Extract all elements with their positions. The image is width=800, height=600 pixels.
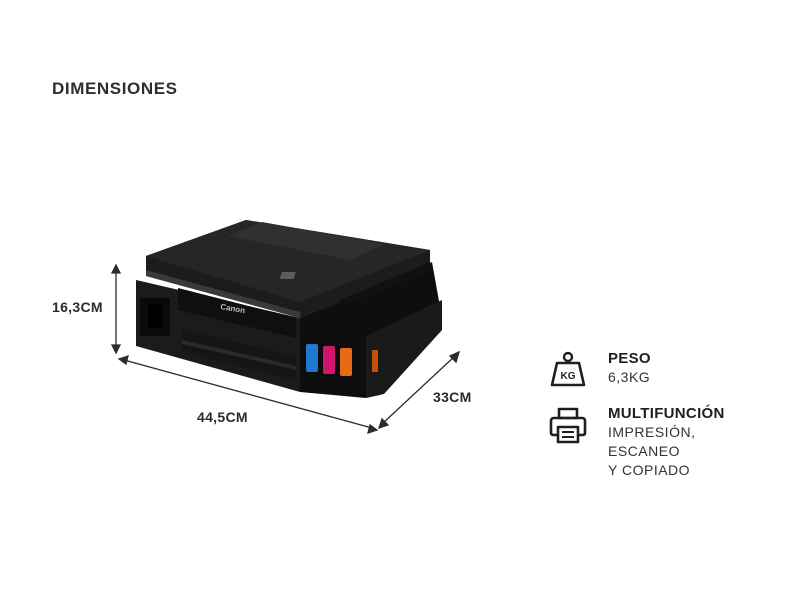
yellow-ink-tank: [340, 348, 352, 376]
height-dimension-line: [110, 263, 122, 355]
depth-dimension-line: [377, 350, 461, 430]
spec-weight-title: PESO: [608, 350, 651, 367]
spec-weight-value: 6,3KG: [608, 369, 651, 385]
printer-image: [136, 220, 442, 398]
spec-multifunction-title: MULTIFUNCIÓN: [608, 405, 725, 422]
spec-weight: KG PESO 6,3KG: [548, 350, 651, 390]
spec-multifunction-line: ESCANEO: [608, 443, 680, 459]
depth-label: 33CM: [433, 389, 472, 405]
width-dimension-line: [117, 355, 379, 434]
printer-brand-logo: Canon: [220, 302, 246, 315]
spec-multifunction-line: IMPRESIÓN,: [608, 424, 696, 440]
spec-multifunction: MULTIFUNCIÓN IMPRESIÓN, ESCANEO Y COPIAD…: [548, 405, 725, 480]
page-title: DIMENSIONES: [52, 79, 178, 98]
width-label: 44,5CM: [197, 409, 248, 425]
magenta-ink-tank: [323, 346, 335, 374]
printer-icon: [549, 407, 587, 444]
svg-text:KG: KG: [561, 371, 576, 382]
kg-weight-icon: KG: [550, 351, 586, 387]
height-label: 16,3CM: [52, 299, 103, 315]
cyan-ink-tank: [306, 344, 318, 372]
spec-multifunction-line: Y COPIADO: [608, 462, 691, 478]
